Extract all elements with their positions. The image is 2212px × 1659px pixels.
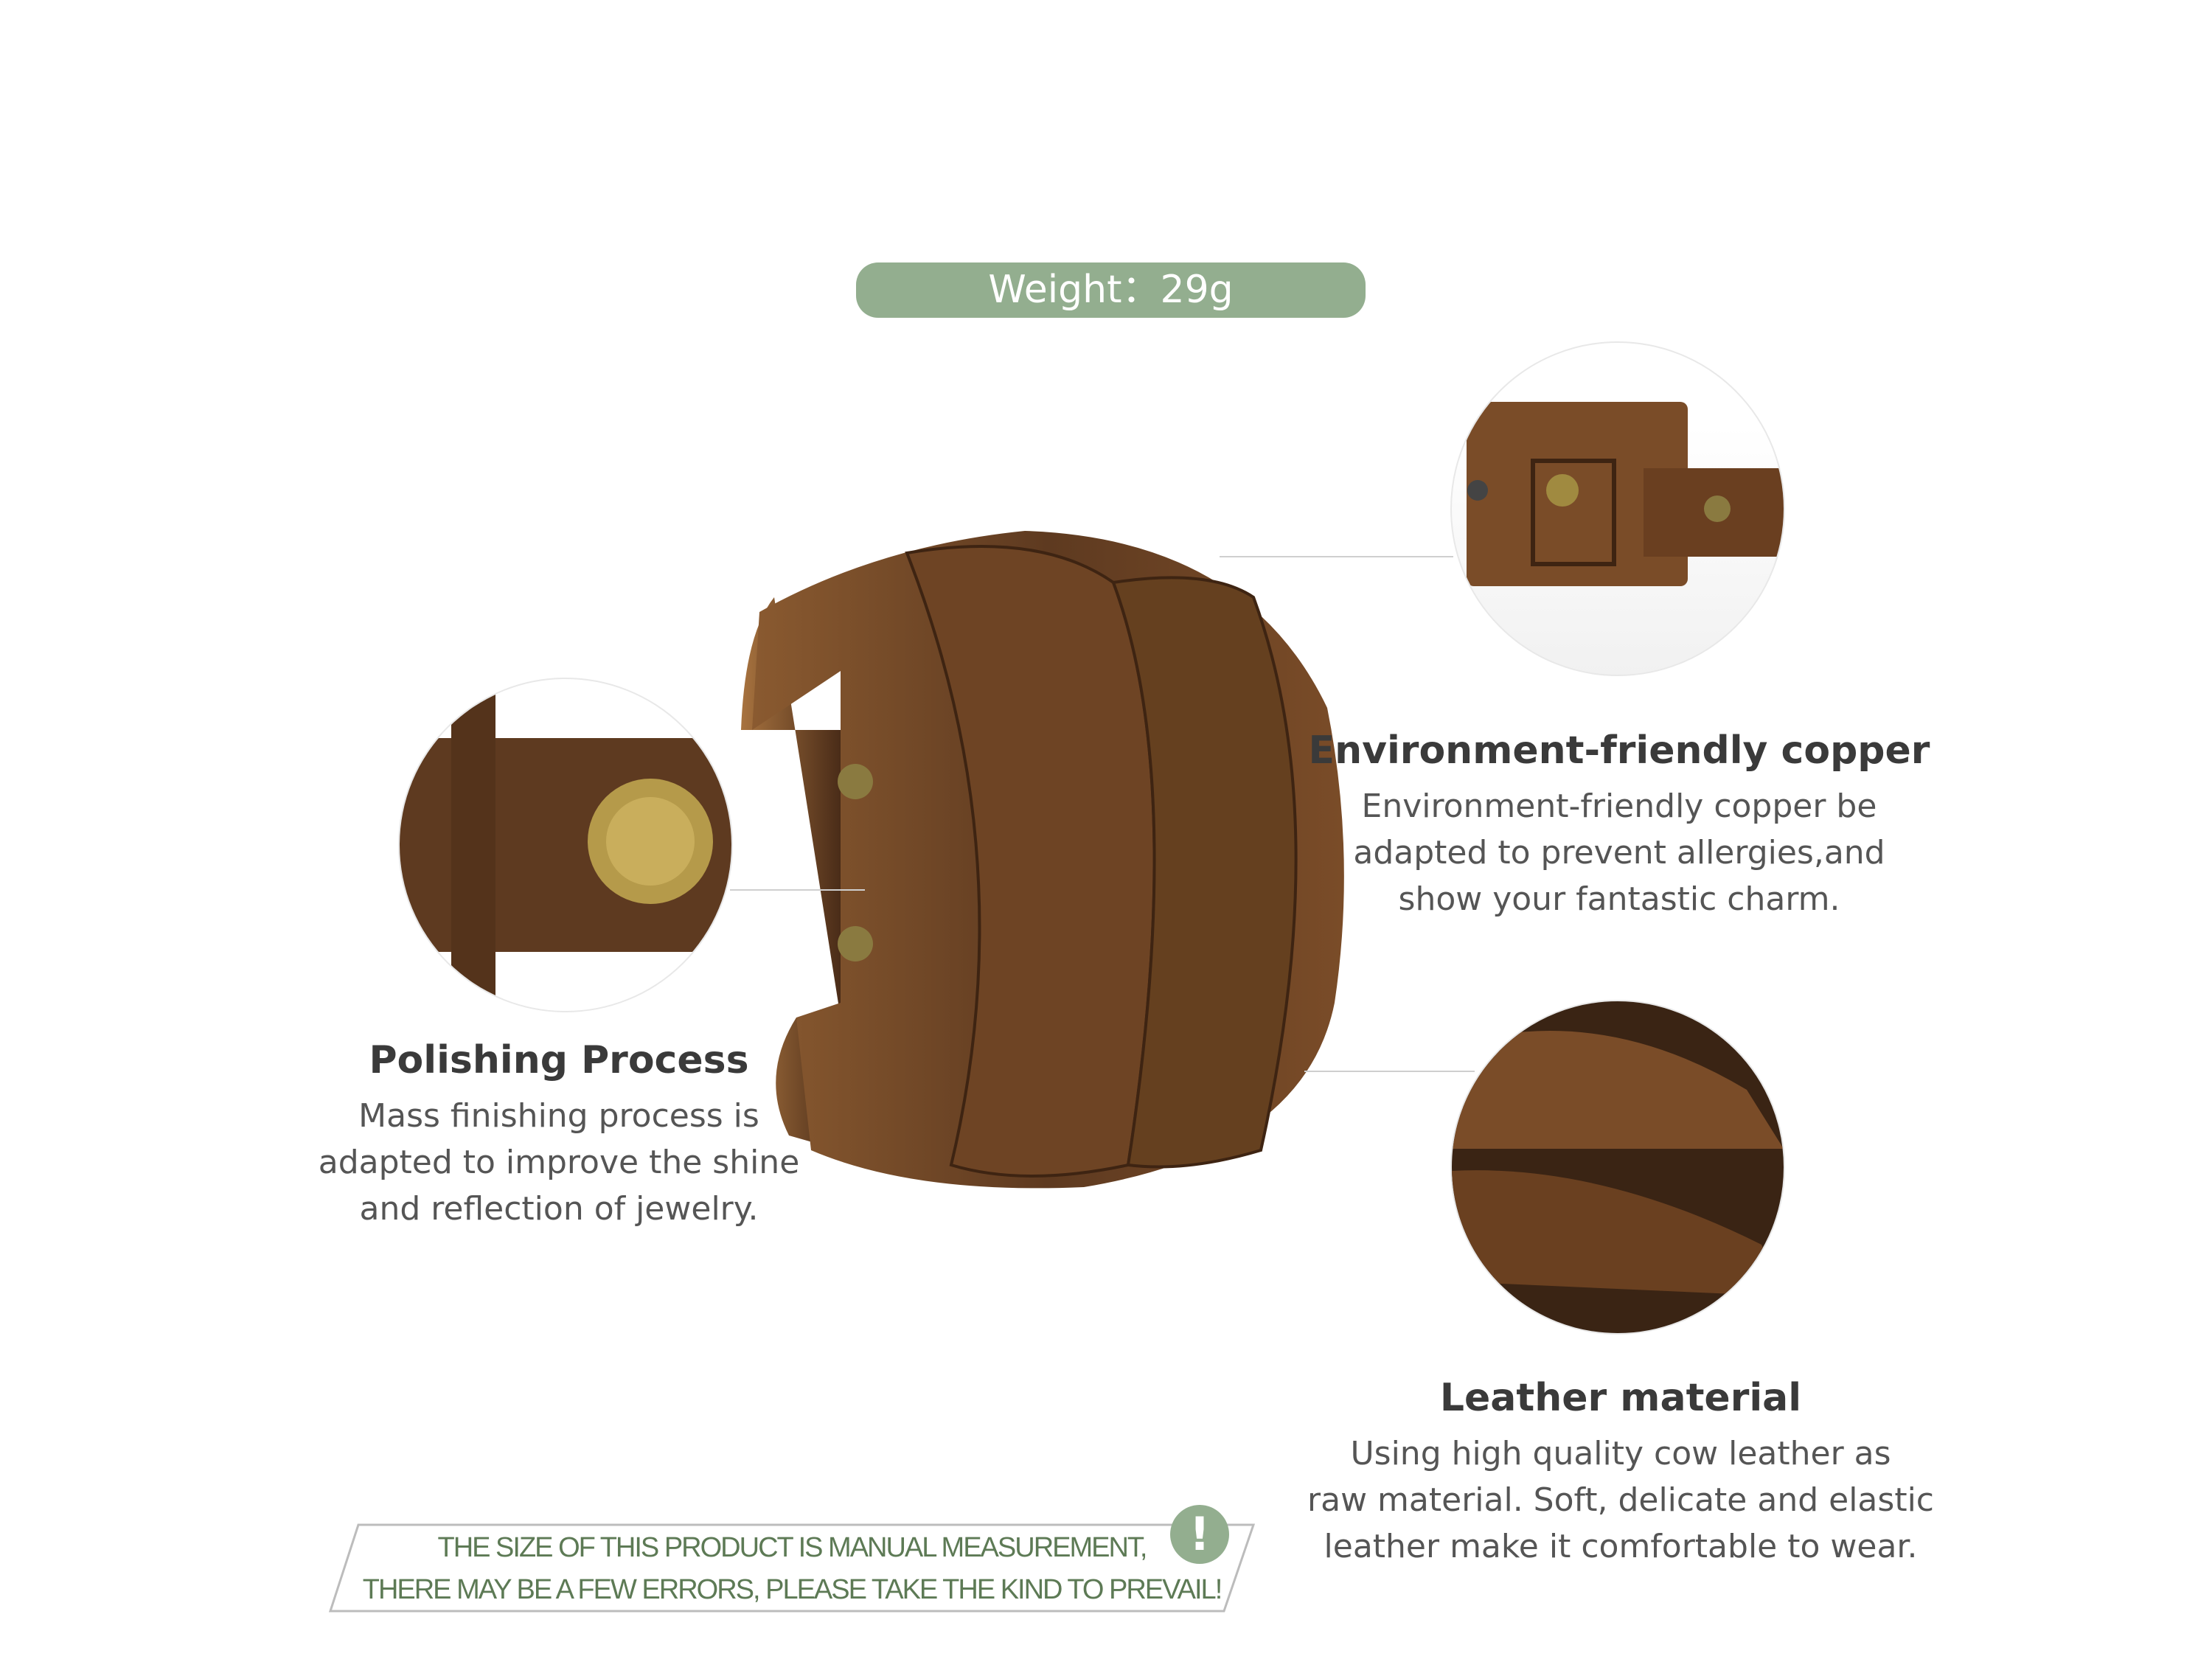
weight-badge: Weight：29g — [856, 262, 1366, 318]
feature-text: Using high quality cow leather as — [1350, 1435, 1891, 1472]
notice-line-1: THE SIZE OF THIS PRODUCT IS MANUAL MEASU… — [437, 1532, 1148, 1563]
feature-text: Mass finishing process is — [358, 1097, 759, 1135]
connector-line — [1220, 556, 1453, 557]
feature-polishing: Polishing Process Mass finishing process… — [227, 1038, 891, 1232]
feature-text: adapted to improve the shine — [318, 1144, 800, 1181]
feature-title: Environment-friendly copper — [1308, 728, 1930, 773]
leather-bracelet-image — [741, 531, 1344, 1189]
connector-line — [1304, 1071, 1475, 1072]
feature-text: adapted to prevent allergies,and — [1353, 834, 1885, 872]
clasp-detail-image — [1450, 341, 1785, 676]
snap-button-detail-image — [398, 678, 733, 1012]
feature-text: and reflection of jewelry. — [359, 1190, 759, 1228]
leather-detail-image — [1450, 1000, 1785, 1335]
notice-box — [329, 1523, 1255, 1613]
feature-text: leather make it comfortable to wear. — [1324, 1528, 1918, 1565]
exclamation-icon: ! — [1170, 1505, 1229, 1564]
feature-leather: Leather material Using high quality cow … — [1289, 1376, 1952, 1570]
feature-title: Polishing Process — [369, 1038, 749, 1082]
feature-copper: Environment-friendly copper Environment-… — [1287, 728, 1951, 922]
notice-line-2: THERE MAY BE A FEW ERRORS, PLEASE TAKE T… — [362, 1574, 1223, 1605]
feature-text: show your fantastic charm. — [1398, 880, 1840, 918]
feature-text: Environment-friendly copper be — [1361, 787, 1877, 825]
connector-line — [730, 889, 865, 891]
feature-title: Leather material — [1439, 1376, 1802, 1420]
feature-text: raw material. Soft, delicate and elastic — [1307, 1481, 1934, 1519]
